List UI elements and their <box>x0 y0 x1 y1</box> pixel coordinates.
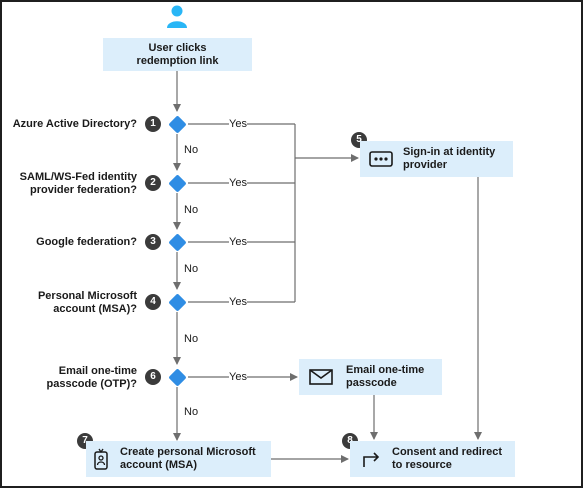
no-label-1: No <box>184 144 199 156</box>
yes-label-6: Yes <box>229 371 247 383</box>
yes-label-2: Yes <box>229 177 247 189</box>
no-label-6: No <box>184 406 199 418</box>
yes-label-1: Yes <box>229 118 247 130</box>
envelope-icon <box>309 369 333 385</box>
badge-q2: 2 <box>145 175 161 191</box>
id-badge-icon <box>94 448 108 470</box>
badge-q6: 6 <box>145 369 161 385</box>
redirect-arrow-icon <box>363 452 380 467</box>
question-3-label: Google federation? <box>36 236 137 248</box>
question-1-label: Azure Active Directory? <box>12 118 137 130</box>
badge-q4: 4 <box>145 294 161 310</box>
no-label-2: No <box>184 204 199 216</box>
badge-q3: 3 <box>145 234 161 250</box>
user-icon <box>167 5 187 28</box>
no-label-4: No <box>184 333 199 345</box>
password-dots-icon <box>369 151 393 167</box>
badge-q1: 1 <box>145 116 161 132</box>
yes-label-4: Yes <box>229 296 247 308</box>
yes-label-3: Yes <box>229 236 247 248</box>
no-label-3: No <box>184 263 199 275</box>
